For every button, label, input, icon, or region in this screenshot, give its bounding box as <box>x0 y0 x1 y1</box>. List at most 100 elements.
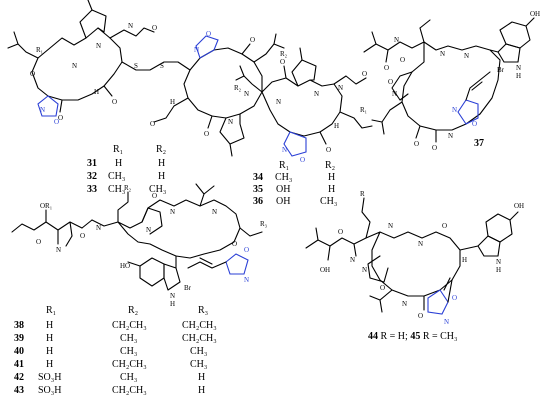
r2-value: H <box>158 171 165 182</box>
r1-value: OH <box>276 196 290 207</box>
compound-id: 36 <box>253 196 263 207</box>
compound-id-45: 45 <box>410 331 420 342</box>
table-38-43: R₁ R₂ R₃ 38 H CH₂CH₃ CH₂CH₃ 39 H CH₃ CH₂… <box>14 305 217 396</box>
atom-n: N <box>170 292 175 300</box>
atom-o-oxazole: O <box>300 156 305 164</box>
r1-label-34: R₁ <box>360 106 367 114</box>
atom-o: O <box>418 312 423 320</box>
atom-n: N <box>464 52 469 60</box>
table-header-r3: R₃ <box>198 305 208 316</box>
atom-o: O <box>30 70 35 78</box>
atom-n-oxazole: N <box>452 106 457 114</box>
atom-n: N <box>362 266 367 274</box>
atom-o: O <box>58 114 63 122</box>
atom-n-oxazole: N <box>444 318 449 326</box>
table-header-r1: R₁ <box>46 305 56 316</box>
atom-n: N <box>338 84 343 92</box>
structure-37: N O O N N N O O O N O N OH N Br H 37 <box>363 10 540 152</box>
atom-n: N <box>314 90 319 98</box>
atom-ho: HO <box>120 262 130 270</box>
atom-n: N <box>276 98 281 106</box>
compound-id: 32 <box>87 171 97 182</box>
r3-value: CH₂CH₃ <box>182 320 217 331</box>
r3-value: H <box>198 385 205 396</box>
r2-value: CH₃ <box>120 346 137 357</box>
compound-id: 41 <box>14 359 24 370</box>
atom-o-oxazole: O <box>54 118 59 126</box>
structure-44-45: R OH O N N N O O N O N N O OH N H H <box>305 190 524 326</box>
atom-o: O <box>80 232 85 240</box>
r1-label-31: R₁ <box>36 46 43 54</box>
atom-o: O <box>36 238 41 246</box>
compound-id: 38 <box>14 320 24 331</box>
structure-38-43: OR₁ O N O N R₂ N O N N R₃ O N HO N H Br … <box>11 183 268 308</box>
atom-n: N <box>72 62 77 70</box>
atom-o: O <box>400 56 405 64</box>
atom-o: O <box>362 70 367 78</box>
table-header-r1: R₁ <box>113 144 123 155</box>
atom-o-oxazole: O <box>206 30 211 38</box>
atom-n-oxazole: N <box>282 146 287 154</box>
compound-id-37: 37 <box>474 138 484 149</box>
atom-n: N <box>402 300 407 308</box>
atom-o: O <box>338 228 343 236</box>
atom-n: N <box>244 90 249 98</box>
compound-id: 35 <box>253 184 263 195</box>
table-header-r2: R₂ <box>156 144 166 155</box>
atom-n: N <box>96 42 101 50</box>
table-header-r2: R₂ <box>128 305 138 316</box>
r3-value: CH₃ <box>190 346 207 357</box>
atom-o: O <box>380 284 385 292</box>
atom-n: N <box>392 90 397 98</box>
atom-n: N <box>448 132 453 140</box>
atom-o: O <box>280 58 285 66</box>
atom-o: O <box>250 36 255 44</box>
caption-text-b: R = CH₃ <box>420 331 457 342</box>
r-label-44: R <box>360 190 365 198</box>
atom-s: S <box>134 62 138 70</box>
structure-31-33: R₁ O N N N O N O O O S S H O N O N R₂ O … <box>7 0 288 157</box>
r2-value: CH₃ <box>120 372 137 383</box>
r2-value: CH₂CH₃ <box>112 359 147 370</box>
compound-id: 42 <box>14 372 24 383</box>
atom-n: N <box>388 222 393 230</box>
atom-o: O <box>204 130 209 138</box>
structure-34-36: R₂ R₁ N N N O O O N O H <box>234 47 373 164</box>
caption-text-a: R = H; <box>378 331 410 342</box>
compound-id: 31 <box>87 158 97 169</box>
atom-h: H <box>94 88 99 96</box>
r2-value: CH₂CH₃ <box>112 385 147 396</box>
atom-o: O <box>432 144 437 152</box>
atom-n-oxazole: N <box>40 106 45 114</box>
r2-value: CH₃ <box>120 333 137 344</box>
atom-n: N <box>496 258 501 266</box>
atom-n: N <box>128 22 133 30</box>
r3-value: H <box>198 372 205 383</box>
r1-value: CH₃ <box>108 184 125 195</box>
r1-value: CH₃ <box>275 172 292 183</box>
atom-o: O <box>232 240 237 248</box>
atom-h: H <box>170 300 175 308</box>
atom-n: N <box>96 224 101 232</box>
atom-n: N <box>516 64 521 72</box>
atom-s: S <box>160 62 164 70</box>
r1-value: H <box>115 158 122 169</box>
r2-label-38: R₂ <box>124 184 132 192</box>
table-header-r1: R₁ <box>279 160 289 171</box>
atom-o: O <box>152 192 157 200</box>
compound-id: 43 <box>14 385 24 396</box>
atom-n: N <box>350 256 355 264</box>
r1-value: H <box>46 359 53 370</box>
compound-id: 33 <box>87 184 97 195</box>
atom-oh: OH <box>530 10 540 18</box>
r1-value: CH₃ <box>108 171 125 182</box>
r2-value: H <box>328 184 335 195</box>
atom-n-oxazole: N <box>194 46 199 54</box>
atom-n: N <box>440 50 445 58</box>
table-34-36: R₁ R₂ 34 CH₃ H 35 OH H 36 OH CH₃ <box>253 160 337 207</box>
atom-o: O <box>150 120 155 128</box>
r1-value: H <box>46 346 53 357</box>
r3-value: CH₃ <box>190 359 207 370</box>
atom-h: H <box>496 266 501 274</box>
atom-n: N <box>394 36 399 44</box>
